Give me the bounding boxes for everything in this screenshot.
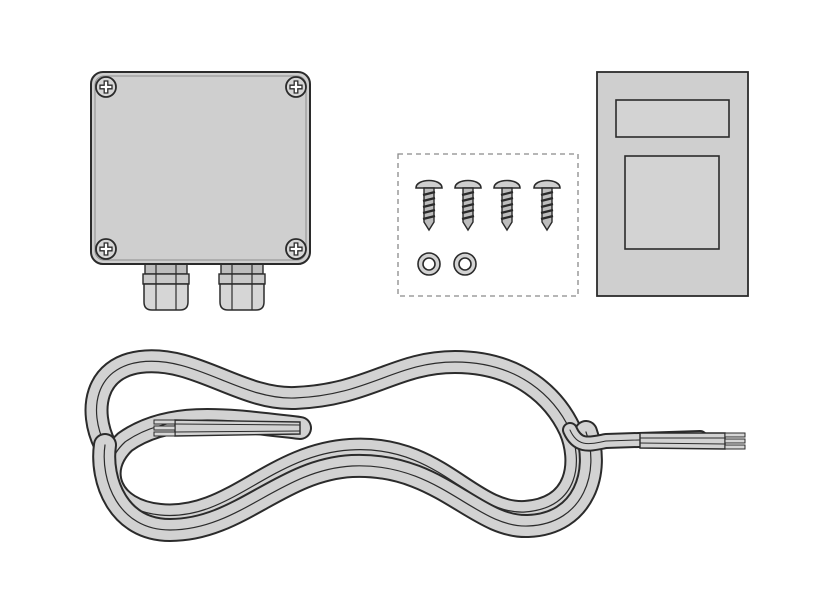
phillips-screw-icon bbox=[95, 238, 117, 260]
cable-gland-icon bbox=[218, 263, 266, 311]
cable-end-left-icon bbox=[153, 419, 301, 437]
screw-icon bbox=[492, 179, 522, 232]
phillips-screw-icon bbox=[285, 238, 307, 260]
screw-icon bbox=[532, 179, 562, 232]
phillips-screw-icon bbox=[95, 76, 117, 98]
junction-box-icon bbox=[90, 71, 311, 311]
phillips-screw-icon bbox=[285, 76, 307, 98]
screw-kit-icon bbox=[397, 153, 579, 297]
cable-end-right-icon bbox=[639, 432, 746, 450]
flat-cable-icon bbox=[84, 349, 708, 542]
screw-icon bbox=[453, 179, 483, 232]
cable-gland-icon bbox=[142, 263, 190, 311]
washer-icon bbox=[453, 252, 477, 276]
washer-icon bbox=[417, 252, 441, 276]
label-plate-icon bbox=[596, 71, 749, 297]
screw-icon bbox=[414, 179, 444, 232]
